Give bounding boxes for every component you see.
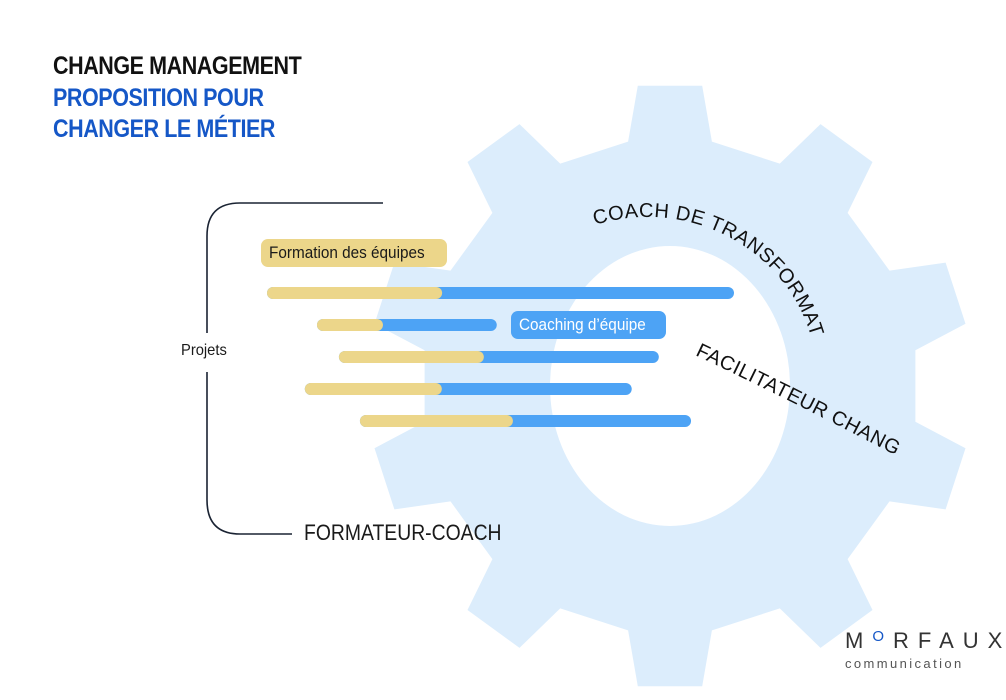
title-line-3: CHANGER LE MÉTIER <box>53 115 276 143</box>
formateur-coach-label: FORMATEUR-COACH <box>304 520 502 545</box>
coaching-equipe-label: Coaching d’équipe <box>519 315 646 334</box>
projects-bracket <box>206 202 383 535</box>
project-bar-formation-segment-3 <box>338 351 484 363</box>
project-bar-formation-segment-5 <box>359 415 513 427</box>
coaching-equipe-tag: Coaching d’équipe <box>511 311 666 339</box>
logo-rest: RFAUX <box>893 628 1006 653</box>
projets-label: Projets <box>181 342 227 359</box>
project-bars <box>267 287 734 427</box>
morfaux-logo: MORFAUX communication <box>845 628 1006 671</box>
logo-wordmark: MORFAUX <box>845 628 1006 654</box>
logo-m: M <box>845 628 873 653</box>
formation-equipes-label: Formation des équipes <box>269 243 425 262</box>
logo-subtitle: communication <box>845 656 964 671</box>
title-line-2: PROPOSITION POUR <box>53 84 264 112</box>
gear-shape <box>374 85 966 687</box>
project-bar-formation-segment-2 <box>316 319 383 331</box>
title-line-1: CHANGE MANAGEMENT <box>53 52 302 80</box>
formation-equipes-tag: Formation des équipes <box>261 239 447 267</box>
logo-o-icon: O <box>872 628 893 645</box>
project-bar-formation-segment-4 <box>304 383 442 395</box>
project-bar-formation-segment-1 <box>267 287 443 299</box>
